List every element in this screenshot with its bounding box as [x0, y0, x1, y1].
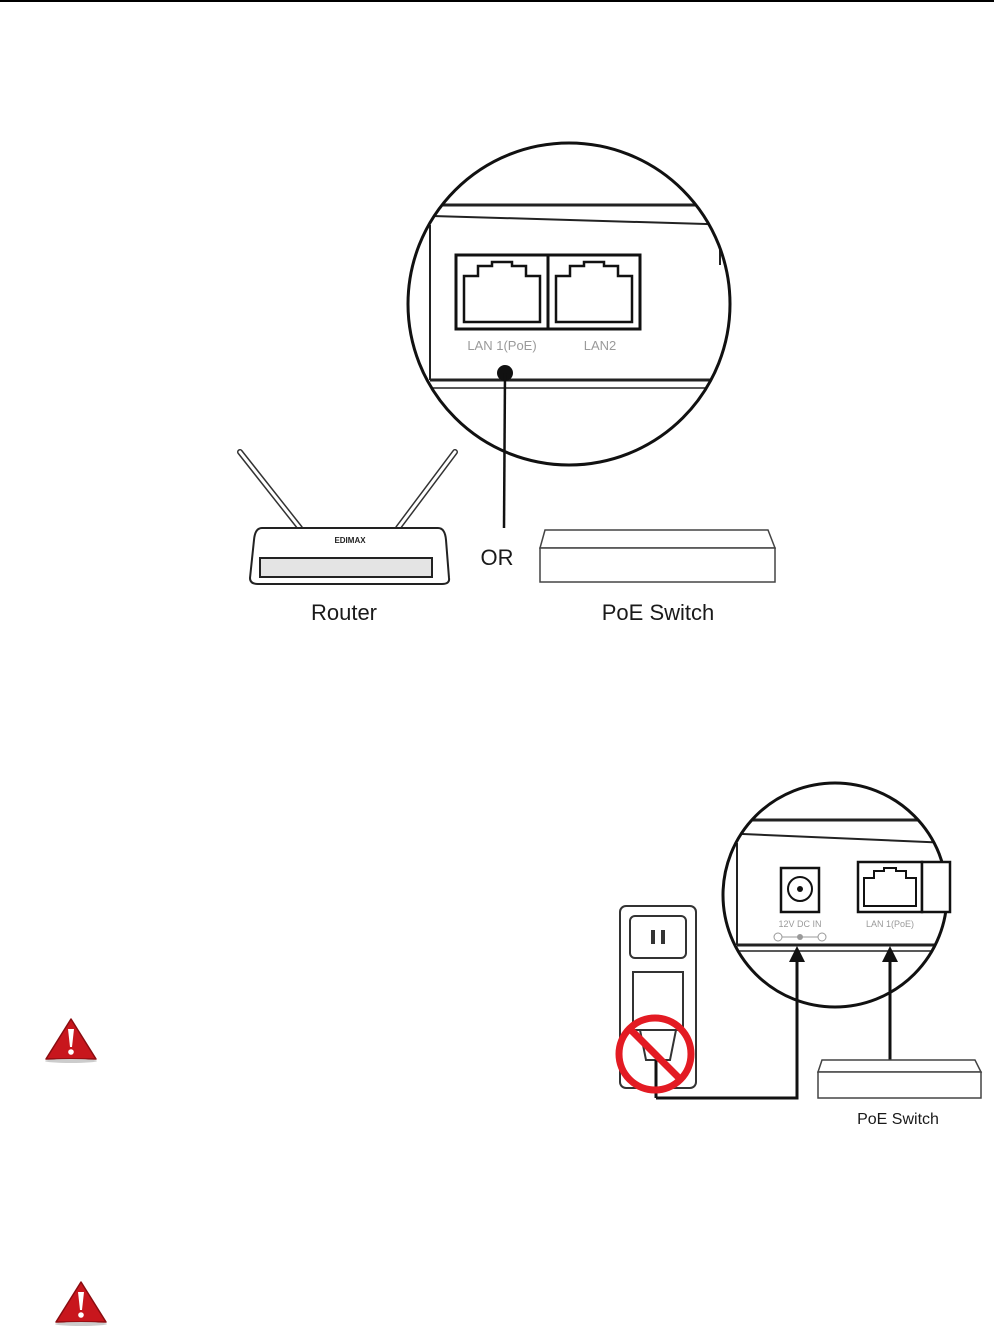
dc-jack-port: [781, 868, 819, 912]
poe-switch-label: PoE Switch: [602, 600, 715, 625]
lan-poe-label-2: LAN 1(PoE): [866, 919, 914, 929]
figure-power-warning-diagram: 12V DC IN LAN 1(PoE): [619, 780, 981, 1128]
poe-switch-label-2: PoE Switch: [857, 1111, 939, 1128]
dc-in-label: 12V DC IN: [778, 919, 821, 929]
warning-icon: [55, 1282, 107, 1326]
zoom-circle-2: 12V DC IN LAN 1(PoE): [720, 780, 950, 1010]
poe-switch-icon-2: [818, 1060, 981, 1098]
port-label-lan1: LAN 1(PoE): [467, 338, 536, 353]
zoom-circle: LAN 1(PoE) LAN2: [400, 140, 740, 528]
connection-line: [504, 373, 505, 528]
port-label-lan2: LAN2: [584, 338, 617, 353]
lan1-poe-port: [456, 255, 548, 329]
lan2-port: [548, 255, 640, 329]
or-label: OR: [481, 545, 514, 570]
warning-icon: [45, 1019, 97, 1063]
lan1-poe-port-2: [858, 862, 950, 912]
poe-switch-icon: [540, 530, 775, 582]
router-label: Router: [311, 600, 377, 625]
router-brand-logo: EDIMAX: [334, 536, 366, 545]
router-icon: EDIMAX: [240, 452, 455, 584]
figure-connection-diagram: LAN 1(PoE) LAN2 EDIMAX Router OR PoE Swi…: [240, 140, 775, 625]
